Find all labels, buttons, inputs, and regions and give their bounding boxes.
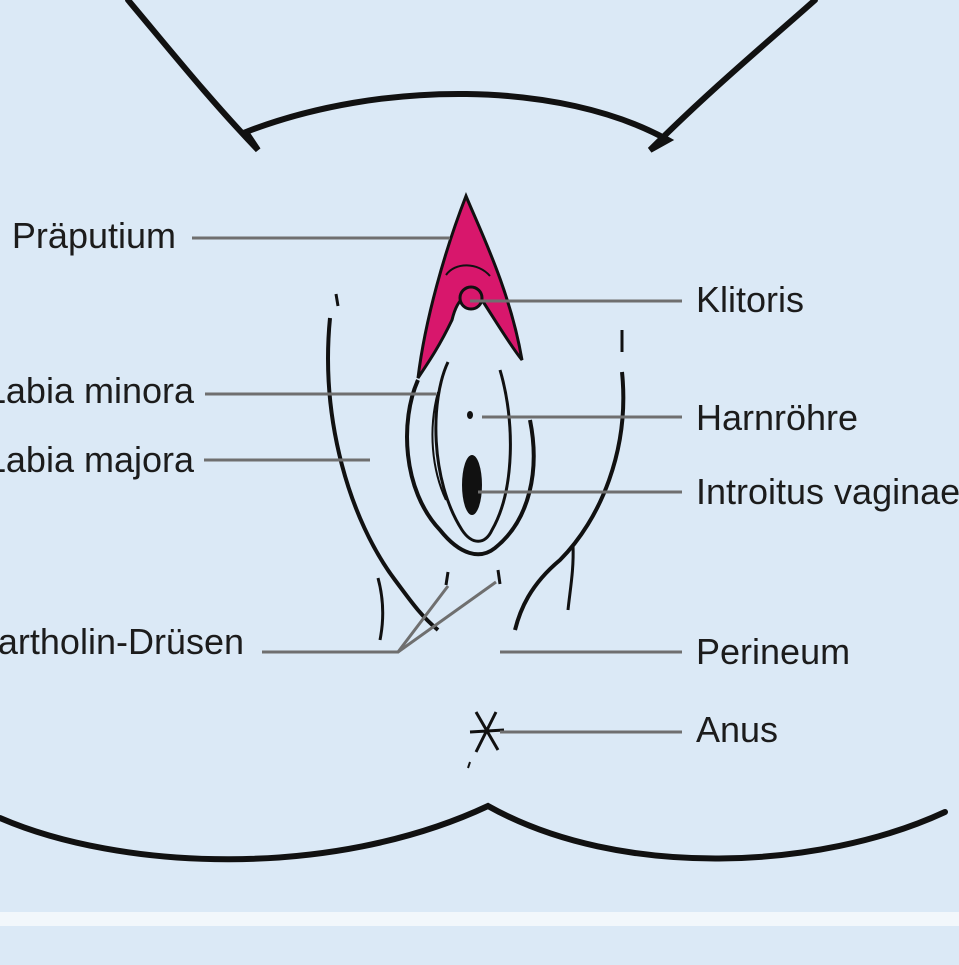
bartholin-mark-left [444,571,450,586]
label-labia-minora-wrap: Labia minora [0,373,194,417]
harnroehre-shape [467,411,473,419]
label-bartholin: Bartholin-Drüsen [0,624,244,662]
labia-minora-inner [431,391,447,501]
label-praeputium: Präputium [11,218,176,256]
introitus-shape [462,455,482,515]
bottom-divider [0,912,959,926]
label-introitus: Introitus vaginae [696,474,959,512]
label-labia-majora-wrap: Labia majora [0,442,194,486]
leader-bartholin [262,585,450,654]
praeputium-inner-curve [445,264,491,277]
lower-body-outline [0,802,948,863]
label-praeputium-wrap: Präputium [0,218,176,262]
label-anus: Anus [696,709,779,750]
label-bartholin-wrap: Bartholin-Drüsen [0,624,244,668]
left-thigh-tick [334,293,340,307]
klitoris-shape [458,285,484,311]
label-introitus-wrap: Introitus vaginae [696,474,959,518]
leader-lines [192,236,682,734]
left-inner-line [376,577,385,641]
label-labia-minora: Labia minora [0,373,194,411]
label-labia-majora: Labia majora [0,442,194,480]
label-harnroehre: Harnröhre [696,397,859,438]
leader-bartholin-2 [397,580,497,654]
right-inner-line [566,544,575,611]
bartholin-mark-right [496,569,502,585]
label-klitoris: Klitoris [696,279,805,320]
labia-majora-outline [405,379,536,557]
label-perineum: Perineum [696,631,851,672]
upper-body-outline [125,0,818,153]
labia-minora-outline [434,361,512,543]
left-thigh-line [326,317,440,632]
anus-shape [467,711,505,769]
